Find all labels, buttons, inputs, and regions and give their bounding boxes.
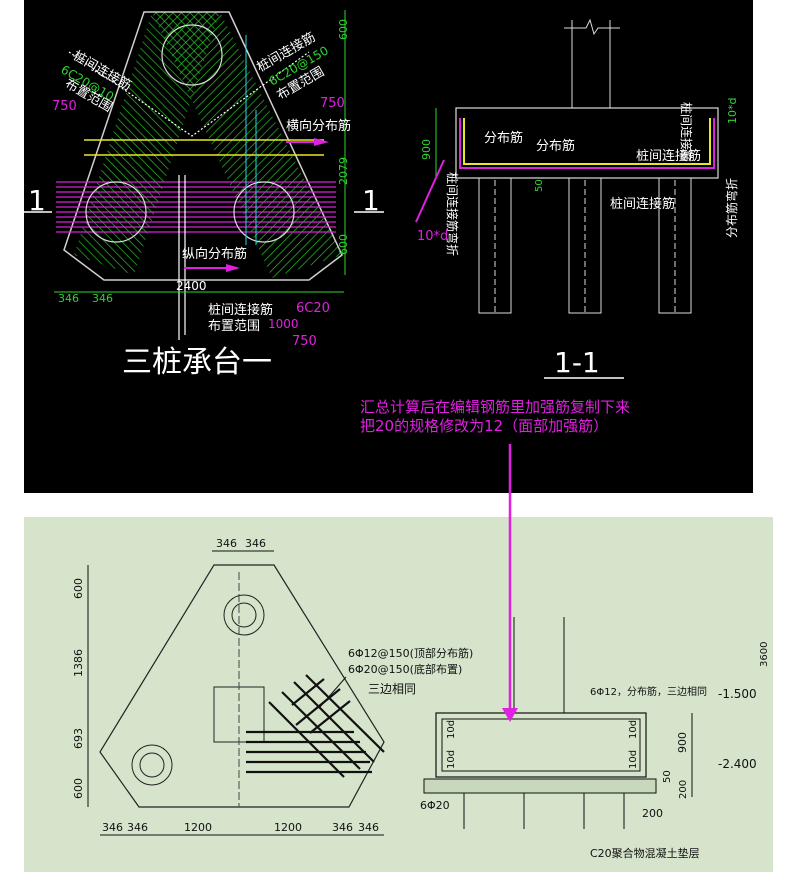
diagonal-rebar-band-right <box>74 12 220 275</box>
pile-circle-left <box>85 181 147 243</box>
section-label-right: 1 <box>362 184 380 217</box>
ref-note-3: 三边相同 <box>368 682 416 696</box>
ref-top-346a: 346 <box>216 537 237 550</box>
ref-section-cap <box>435 712 647 778</box>
cad-plan-panel: 600 2079 600 346 346 2400 1 1 桩间连接筋 6C20… <box>24 0 753 493</box>
ref-sec-3600: 3600 <box>759 642 770 667</box>
dim-346b: 346 <box>92 292 113 305</box>
ref-sec-10d-bl: 10d <box>446 750 457 769</box>
dim-600-top: 600 <box>337 19 350 40</box>
ref-pile-left-inner <box>139 752 165 778</box>
ref-sec-10d-br: 10d <box>628 750 639 769</box>
ref-pile-top <box>223 594 265 636</box>
ref-note-2: 6Φ20@150(底部布置) <box>348 662 462 676</box>
ref-bot-346c: 346 <box>332 821 353 834</box>
leader-arrow <box>415 159 445 223</box>
section-pile-mid <box>568 177 602 314</box>
sec-dim-50: 50 <box>534 179 545 192</box>
sec-link-top: 桩间连接筋 <box>636 148 701 164</box>
title-section: 1-1 <box>554 346 600 379</box>
ref-section-rebar <box>441 718 641 772</box>
sec-link-bottom: 桩间连接筋 <box>610 196 675 212</box>
ref-sec-900: 900 <box>676 732 689 753</box>
plan-and-section-drawing: 600 2079 600 346 346 2400 1 1 桩间连接筋 6C20… <box>24 10 739 435</box>
label-transverse: 横向分布筋 <box>286 118 351 134</box>
dim-346a: 346 <box>58 292 79 305</box>
ref-bot-346b: 346 <box>127 821 148 834</box>
bottom-rebar-magenta <box>459 118 715 169</box>
reference-drawing: 6Φ12@150(顶部分布筋) 6Φ20@150(底部布置) 三边相同 346 … <box>72 537 770 860</box>
ref-pile-cap-outline <box>99 564 385 808</box>
section-pile-left <box>478 177 512 314</box>
dim-2400: 2400 <box>176 279 207 293</box>
ref-sec-10d-tl: 10d <box>446 720 457 739</box>
sec-link-vertical: 桩间连接筋 <box>679 102 694 162</box>
section-pile-right <box>658 177 692 314</box>
sec-10d-right: 10*d <box>726 98 739 124</box>
val-750-right: 750 <box>320 96 345 111</box>
section-label-left: 1 <box>28 184 46 217</box>
dim-600-bot: 600 <box>337 234 350 255</box>
arrow-right-icon <box>314 138 329 146</box>
ref-elev-2: -2.400 <box>718 757 757 771</box>
annotation-line-2: 把20的规格修改为12（面部加强筋） <box>360 417 608 435</box>
ref-bot-346d: 346 <box>358 821 379 834</box>
ref-top-346b: 346 <box>245 537 266 550</box>
dim-2079: 2079 <box>337 157 350 185</box>
pile-circle-right <box>233 181 295 243</box>
ref-sec-c20: C20聚合物混凝土垫层 <box>590 846 700 860</box>
sec-bend-left: 桩间连接筋弯折 <box>445 172 460 256</box>
top-rebar-yellow <box>463 118 711 165</box>
ref-left-600b: 600 <box>72 778 85 799</box>
pile-circle-top <box>161 24 223 86</box>
ref-pile-left <box>131 744 173 786</box>
ref-bot-1200b: 1200 <box>274 821 302 834</box>
title-plan: 三桩承台一 <box>122 345 272 380</box>
label-longitudinal: 纵向分布筋 <box>182 246 247 262</box>
label-link-bottom: 桩间连接筋 <box>208 302 273 318</box>
ref-note-1: 6Φ12@150(顶部分布筋) <box>348 646 473 660</box>
ref-sec-10d-tr: 10d <box>628 720 639 739</box>
label-range-bottom-val: 1000 <box>268 317 299 331</box>
sec-fenbujin-2: 分布筋 <box>536 138 575 154</box>
annotation-line-1: 汇总计算后在编辑钢筋里加强筋复制下来 <box>360 398 630 416</box>
ref-left-693: 693 <box>72 728 85 749</box>
label-link-bottom-spec: 6C20 <box>296 301 330 316</box>
ref-pile-top-inner <box>231 602 257 628</box>
sec-bend-right: 分布筋弯折 <box>724 178 739 238</box>
ref-bot-1200a: 1200 <box>184 821 212 834</box>
magenta-rebar-band <box>56 180 336 235</box>
label-range-bottom: 布置范围 <box>208 319 260 334</box>
ref-sec-200b: 200 <box>642 807 663 820</box>
sec-fenbujin-1: 分布筋 <box>484 130 523 146</box>
pile-cap-outline <box>63 11 343 281</box>
ref-left-600a: 600 <box>72 578 85 599</box>
ref-elev-1: -1.500 <box>718 687 757 701</box>
link-range-line <box>68 51 310 137</box>
ref-rebar-grid <box>246 674 385 778</box>
reference-drawing-panel: 6Φ12@150(顶部分布筋) 6Φ20@150(底部布置) 三边相同 346 … <box>24 517 773 872</box>
ref-sec-50: 50 <box>662 770 673 783</box>
ref-leader <box>319 676 347 708</box>
val-750-bottom: 750 <box>292 334 317 349</box>
break-mark <box>564 18 620 36</box>
ref-sec-6phi20: 6Φ20 <box>420 799 450 812</box>
ref-left-1386: 1386 <box>72 649 85 677</box>
sec-dim-900: 900 <box>420 139 433 160</box>
ref-sec-note: 6Φ12，分布筋，三边相同 <box>590 685 707 698</box>
ref-cushion <box>423 778 657 794</box>
arrow-right-icon <box>226 264 240 272</box>
val-750-left: 750 <box>52 99 77 114</box>
sec-10d-left: 10*d <box>417 229 448 244</box>
ref-sec-200a: 200 <box>678 780 689 799</box>
ref-bot-346a: 346 <box>102 821 123 834</box>
